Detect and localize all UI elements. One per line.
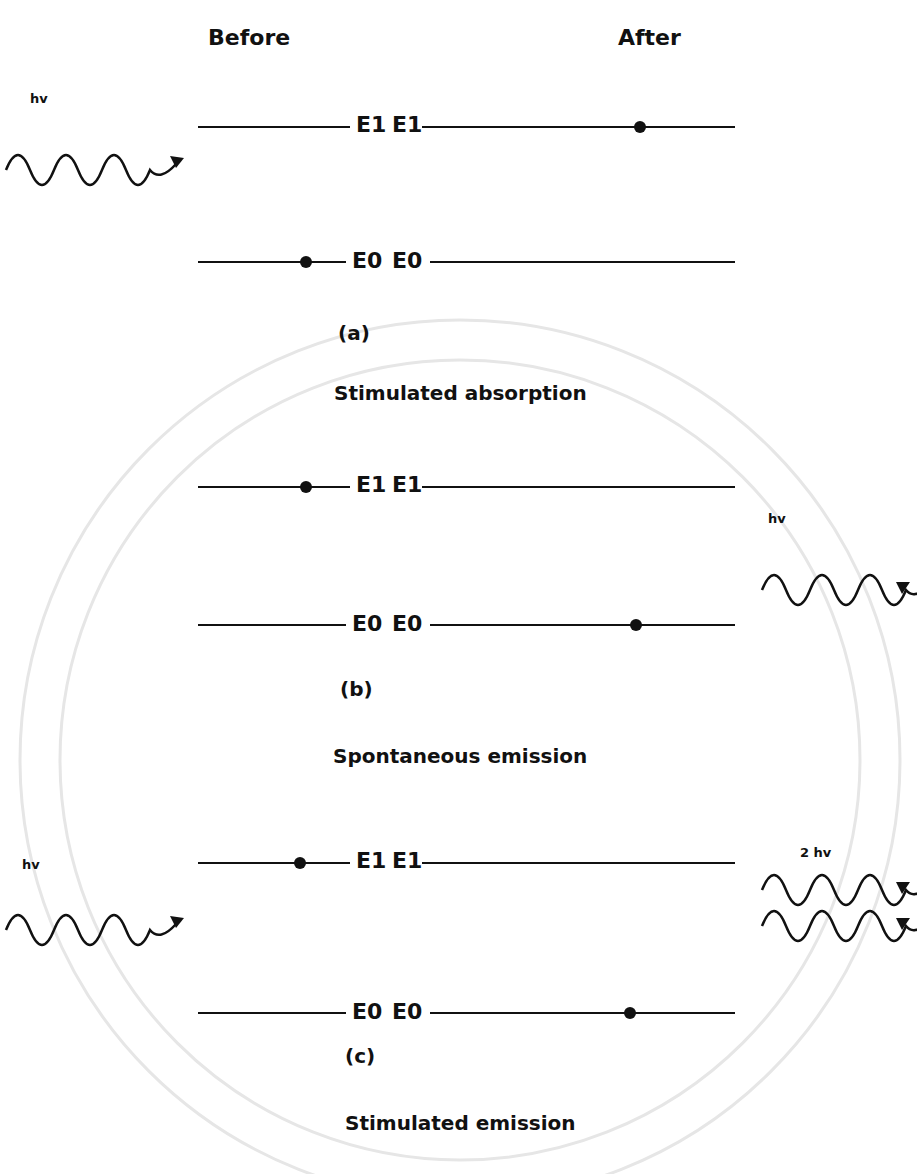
panel-caption: Stimulated absorption bbox=[334, 382, 587, 404]
level-label: E1 bbox=[356, 113, 386, 137]
panel-caption: Stimulated emission bbox=[345, 1112, 576, 1134]
photon-label: 2 hv bbox=[800, 846, 831, 860]
level-label: E0 bbox=[352, 612, 382, 636]
watermark-seal bbox=[20, 320, 900, 1174]
level-label: E1 bbox=[356, 473, 386, 497]
column-heading: Before bbox=[208, 26, 290, 50]
panel-caption: Spontaneous emission bbox=[333, 745, 587, 767]
photon-label: hv bbox=[30, 92, 48, 106]
level-label: E0 bbox=[352, 1000, 382, 1024]
level-label: E1 bbox=[392, 113, 422, 137]
level-label: E0 bbox=[392, 1000, 422, 1024]
photon-label: hv bbox=[768, 512, 786, 526]
level-label: E1 bbox=[392, 849, 422, 873]
level-label: E0 bbox=[392, 612, 422, 636]
column-heading: After bbox=[618, 26, 681, 50]
level-label: E0 bbox=[352, 249, 382, 273]
panel-letter: (b) bbox=[340, 678, 373, 700]
panel-letter: (a) bbox=[338, 322, 370, 344]
electron-dots bbox=[294, 121, 646, 1019]
wave-arrowheads bbox=[170, 156, 910, 930]
photon-waves bbox=[6, 155, 917, 945]
photon-label: hv bbox=[22, 858, 40, 872]
energy-levels bbox=[198, 127, 735, 1013]
level-label: E1 bbox=[356, 849, 386, 873]
level-label: E1 bbox=[392, 473, 422, 497]
panel-letter: (c) bbox=[345, 1045, 375, 1067]
level-label: E0 bbox=[392, 249, 422, 273]
